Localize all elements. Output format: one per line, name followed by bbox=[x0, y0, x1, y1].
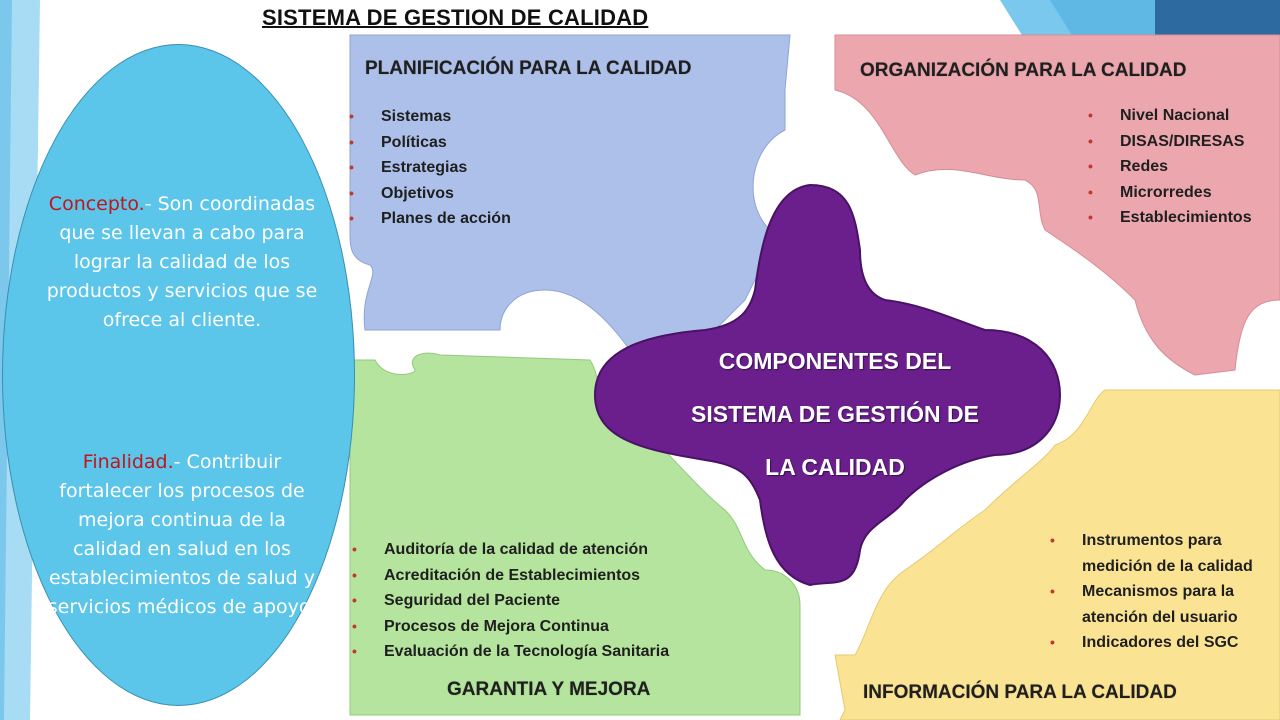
list-item: Estrategias bbox=[347, 155, 692, 181]
organization-block: ORGANIZACIÓN PARA LA CALIDAD Nivel Nacio… bbox=[860, 60, 1252, 231]
information-list: Instrumentos para medición de la calidad… bbox=[1048, 528, 1253, 656]
list-item: Seguridad del Paciente bbox=[350, 588, 669, 614]
purpose-label: Finalidad. bbox=[82, 451, 174, 473]
list-item: Microrredes bbox=[1086, 180, 1252, 206]
information-block: Instrumentos para medición de la calidad… bbox=[863, 528, 1253, 704]
list-item: Planes de acción bbox=[347, 206, 692, 232]
list-item-continuation: atención del usuario bbox=[1082, 608, 1238, 626]
planning-block: PLANIFICACIÓN PARA LA CALIDAD Sistemas P… bbox=[349, 58, 692, 232]
list-item: DISAS/DIRESAS bbox=[1086, 129, 1252, 155]
list-item: Mecanismos para la bbox=[1048, 579, 1253, 605]
list-item: Auditoría de la calidad de atención bbox=[350, 537, 669, 563]
purpose-paragraph: Finalidad.- Contribuir fortalecer los pr… bbox=[43, 448, 321, 622]
planning-heading: PLANIFICACIÓN PARA LA CALIDAD bbox=[365, 58, 692, 79]
list-item: Nivel Nacional bbox=[1086, 103, 1252, 129]
list-item: Indicadores del SGC bbox=[1048, 630, 1253, 656]
center-cross-piece bbox=[593, 183, 1062, 587]
assurance-list: Auditoría de la calidad de atención Acre… bbox=[350, 537, 669, 665]
concept-bubble: Concepto.- Son coordinadas que se llevan… bbox=[2, 44, 355, 706]
list-item: Políticas bbox=[347, 130, 692, 156]
list-item: Evaluación de la Tecnología Sanitaria bbox=[350, 639, 669, 665]
list-item: Sistemas bbox=[347, 104, 692, 130]
list-item: Procesos de Mejora Continua bbox=[350, 614, 669, 640]
center-title: COMPONENTES DEL SISTEMA DE GESTIÓN DE LA… bbox=[645, 335, 1025, 494]
list-item: Objetivos bbox=[347, 181, 692, 207]
organization-list: Nivel Nacional DISAS/DIRESAS Redes Micro… bbox=[1086, 103, 1252, 231]
purpose-body: - Contribuir fortalecer los procesos de … bbox=[47, 451, 317, 618]
concept-body: - Son coordinadas que se llevan a cabo p… bbox=[46, 193, 318, 331]
slide-title: SISTEMA DE GESTION DE CALIDAD bbox=[262, 5, 649, 30]
concept-paragraph: Concepto.- Son coordinadas que se llevan… bbox=[43, 190, 321, 335]
organization-heading: ORGANIZACIÓN PARA LA CALIDAD bbox=[860, 60, 1187, 81]
list-item-continuation: medición de la calidad bbox=[1082, 557, 1253, 575]
list-item: Redes bbox=[1086, 154, 1252, 180]
assurance-block: Auditoría de la calidad de atención Acre… bbox=[350, 537, 669, 701]
list-item: Establecimientos bbox=[1086, 205, 1252, 231]
list-item: Acreditación de Establecimientos bbox=[350, 563, 669, 589]
center-title-line: COMPONENTES DEL bbox=[718, 348, 952, 374]
list-item: Instrumentos para bbox=[1048, 528, 1253, 554]
top-right-decor bbox=[1000, 0, 1280, 40]
assurance-heading: GARANTIA Y MEJORA bbox=[447, 678, 651, 700]
concept-label: Concepto. bbox=[48, 193, 145, 215]
planning-list: Sistemas Políticas Estrategias Objetivos… bbox=[347, 104, 692, 232]
information-heading: INFORMACIÓN PARA LA CALIDAD bbox=[863, 681, 1177, 703]
center-title-line: LA CALIDAD bbox=[765, 454, 905, 480]
center-title-line: SISTEMA DE GESTIÓN DE bbox=[691, 401, 979, 427]
